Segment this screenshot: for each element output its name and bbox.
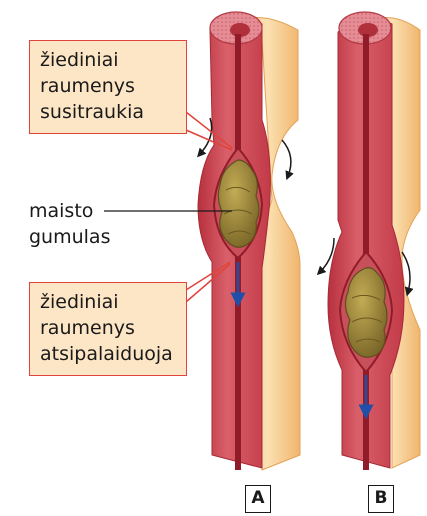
- label-bolus-line-1: maisto: [29, 198, 110, 224]
- callout-relax: žiediniai raumenys atsipalaiduoja: [29, 282, 187, 376]
- tube-a-contraction-arrow-right-icon: [282, 140, 291, 176]
- callout-contract-line-1: žiediniai: [40, 47, 178, 73]
- callout-relax-line-3: atsipalaiduoja: [40, 341, 178, 367]
- callout-relax-line-2: raumenys: [40, 315, 178, 341]
- callout-contract: žiediniai raumenys susitraukia: [29, 40, 187, 134]
- tube-b: [320, 12, 420, 470]
- callout-relax-line-1: žiediniai: [40, 289, 178, 315]
- label-bolus: maisto gumulas: [29, 198, 110, 250]
- callout-contract-line-3: susitraukia: [40, 99, 178, 125]
- panel-label-a: A: [245, 485, 271, 513]
- panel-label-b: B: [368, 485, 394, 513]
- tube-b-bolus: [345, 268, 387, 358]
- tube-a: [198, 12, 300, 470]
- callout-contract-line-2: raumenys: [40, 73, 178, 99]
- tube-a-bolus: [218, 160, 259, 247]
- label-bolus-line-2: gumulas: [29, 224, 110, 250]
